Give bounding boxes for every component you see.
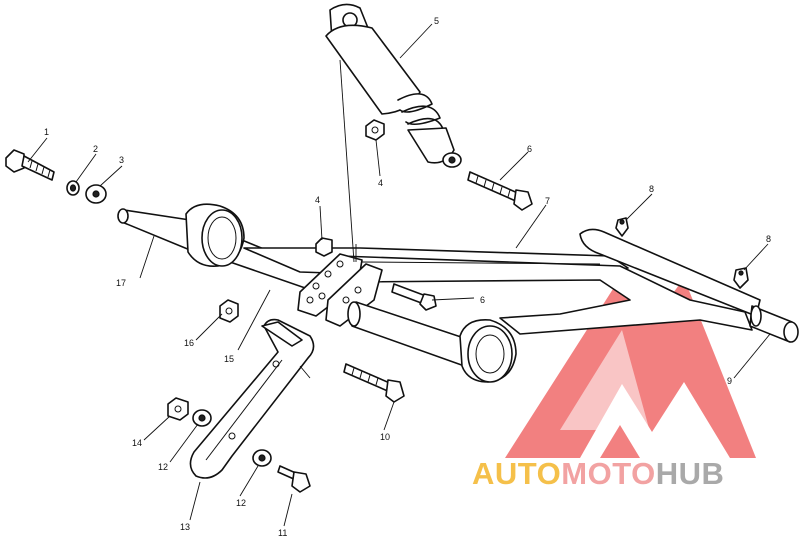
shock-bottom-hole: [448, 156, 456, 164]
callout-2: 2: [93, 144, 98, 154]
washer-3: [85, 184, 107, 204]
watermark-auto: AUTO: [472, 456, 561, 491]
bolt-1: [5, 149, 55, 181]
bolt-6-middle: [391, 283, 437, 311]
callout-13: 13: [180, 522, 190, 532]
callout-7: 7: [545, 196, 550, 206]
washer-12-lower: [252, 449, 272, 467]
watermark-moto: MOTO: [561, 456, 655, 491]
washer-12-upper: [192, 409, 212, 427]
leader-lines: [27, 23, 771, 527]
rear-bushing: [459, 319, 517, 383]
callout-5: 5: [434, 16, 439, 26]
nut-16: [219, 299, 239, 323]
middle-shaft: [347, 301, 471, 369]
logo-triangle-mark: [505, 278, 756, 458]
bolt-11: [277, 465, 311, 493]
callout-12-lower: 12: [236, 498, 246, 508]
callout-4-shock: 4: [378, 178, 383, 188]
rear-shaft: [749, 305, 799, 343]
shock-body: [325, 24, 421, 115]
callout-10: 10: [380, 432, 390, 442]
callout-6-middle: 6: [480, 295, 485, 305]
mounting-plates: [297, 253, 383, 327]
watermark-logo: [505, 278, 756, 458]
grease-fitting-lower: [733, 267, 749, 289]
callout-8-lower: 8: [766, 234, 771, 244]
nut-14: [167, 397, 189, 421]
callouts: 1 2 3 4 4 5 6 6 7 8 8 9 10 11 12 12 13 1…: [44, 16, 771, 536]
callout-17: 17: [116, 278, 126, 288]
callout-3: 3: [119, 155, 124, 165]
callout-6-upper: 6: [527, 144, 532, 154]
grease-fitting-upper: [615, 217, 629, 237]
callout-11: 11: [278, 528, 287, 536]
washer-2: [66, 180, 80, 196]
callout-1: 1: [44, 127, 49, 137]
callout-15: 15: [224, 354, 234, 364]
callout-16: 16: [184, 338, 194, 348]
front-bushing: [185, 203, 245, 268]
nut-upper: [365, 119, 385, 141]
bolt-10: [343, 363, 405, 403]
callout-4-frame: 4: [315, 195, 320, 205]
watermark-wordmark: AUTOMOTOHUB: [472, 456, 724, 491]
bolt-6-upper: [467, 171, 533, 211]
callout-9: 9: [727, 376, 732, 386]
watermark-hub: HUB: [656, 456, 725, 491]
nut-frame: [315, 237, 333, 257]
callout-12-upper: 12: [158, 462, 168, 472]
logo-inner-cut: [560, 330, 650, 432]
link-arm: [189, 318, 315, 479]
shock-absorber: [325, 3, 462, 168]
callout-8-upper: 8: [649, 184, 654, 194]
callout-14: 14: [132, 438, 142, 448]
